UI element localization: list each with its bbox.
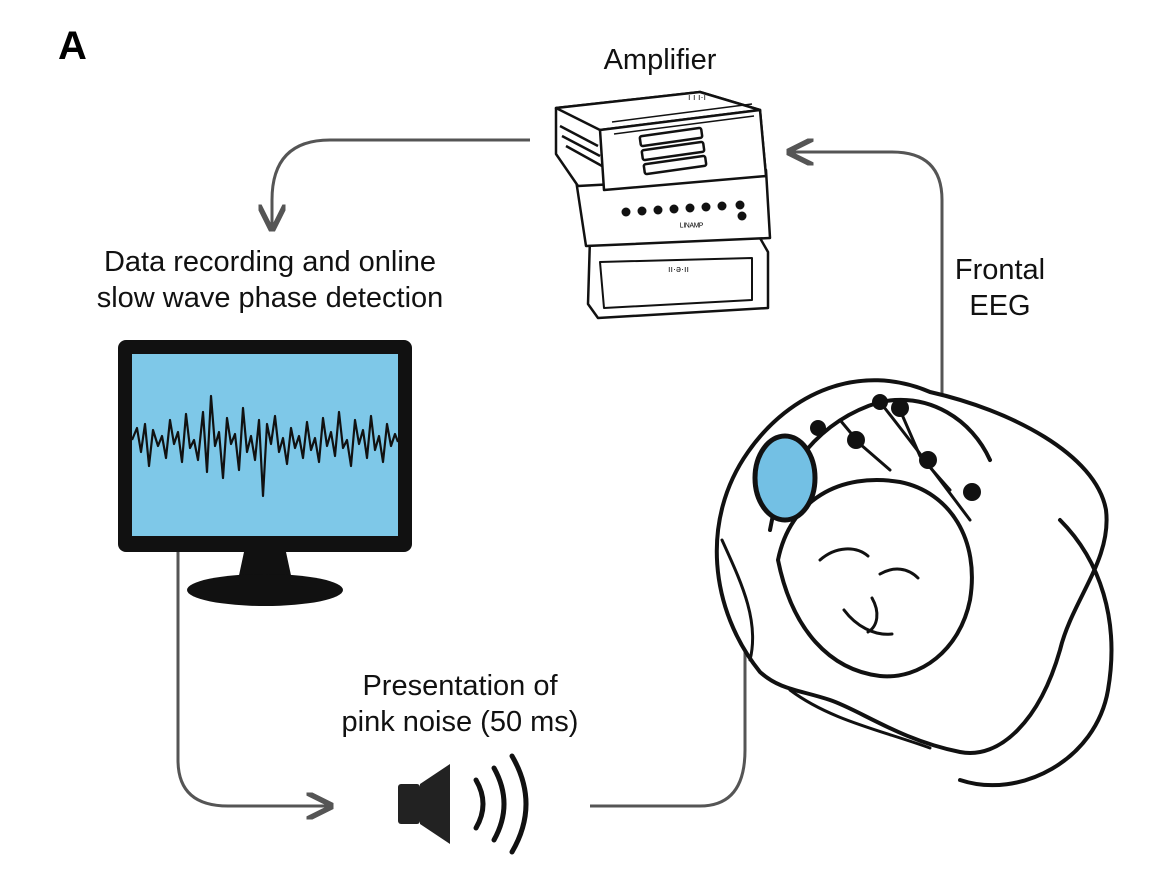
amplifier-logo: ᴸᴵᴺᴬᴹᴾ	[680, 222, 703, 233]
sleeping-person-icon	[714, 378, 1114, 788]
amplifier-top-label: ı ı ı·ı	[688, 92, 706, 102]
recording-label-line2: slow wave phase detection	[96, 282, 444, 314]
frontal-eeg-label-line1: Frontal	[954, 254, 1046, 286]
arrow-speaker-to-person	[590, 562, 745, 808]
ear-cup	[752, 433, 818, 523]
arrow-amplifier-to-monitor	[272, 138, 530, 226]
pink-noise-label-line1: Presentation of	[362, 670, 558, 702]
amplifier-label: Amplifier	[603, 44, 717, 76]
amplifier-lower-label: ıı·ǝ·ıı	[668, 264, 689, 274]
frontal-eeg-label-line2: EEG	[969, 290, 1031, 322]
panel-label: A	[58, 24, 87, 68]
pink-noise-label-line2: pink noise (50 ms)	[341, 706, 579, 738]
amplifier-icon: ıı·ǝ·ıı ı ı ı·ı ᴸᴵᴺᴬᴹᴾ	[554, 90, 772, 320]
arrow-eeg-to-amplifier	[792, 152, 944, 400]
monitor-icon	[118, 340, 412, 606]
recording-label-line1: Data recording and online	[103, 246, 437, 278]
eeg-waveform	[130, 394, 400, 498]
arrow-monitor-to-speaker	[176, 552, 328, 806]
speaker-icon	[398, 753, 529, 855]
